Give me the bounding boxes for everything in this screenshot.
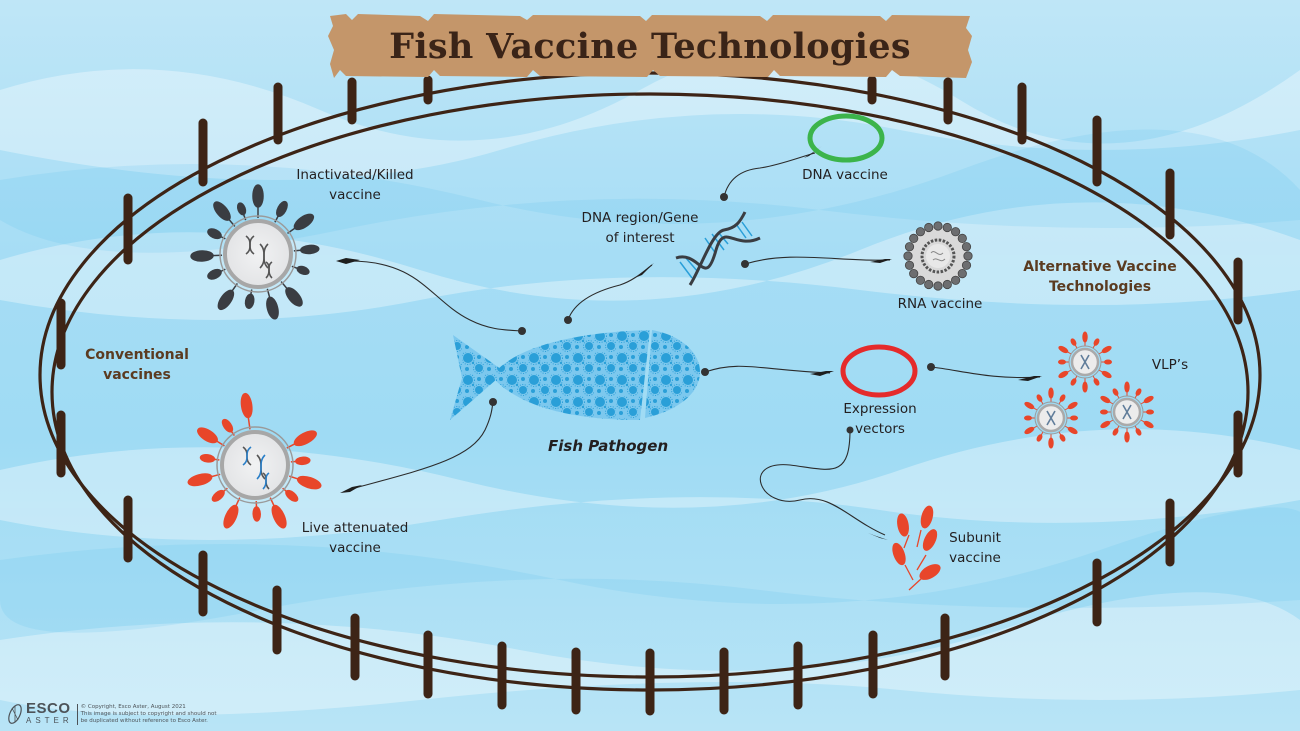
expression-vector-plasmid-icon: [840, 344, 918, 398]
inactivated-virus-icon: [190, 184, 320, 320]
label-rna-vaccine: RNA vaccine: [885, 294, 995, 314]
category-label-line2: vaccines: [103, 367, 171, 383]
label-line2: vaccine: [949, 550, 1001, 566]
esco-logo-icon: [8, 704, 22, 724]
label-live-attenuated-vaccine: Live attenuated vaccine: [290, 518, 420, 558]
label-line2: vaccine: [329, 187, 381, 203]
category-alternative: Alternative Vaccine Technologies: [1015, 257, 1185, 297]
fish-pathogen-icon: [450, 330, 700, 420]
label-line1: Live attenuated: [301, 520, 409, 536]
vlp-icons: [1024, 331, 1154, 449]
category-label-line1: Alternative Vaccine: [1023, 259, 1177, 275]
label-line2: vaccine: [329, 540, 381, 556]
label-line1: VLP’s: [1151, 357, 1189, 373]
copyright-line1: © Copyright, Esco Aster, August 2021: [80, 703, 186, 710]
label-line1: DNA vaccine: [802, 167, 888, 183]
page-title: Fish Vaccine Technologies: [389, 25, 911, 67]
connector-dots: [489, 193, 935, 434]
copyright-line2: This image is subject to copyright and s…: [80, 710, 217, 717]
label-line1: DNA region/Gene: [581, 210, 699, 226]
syringe-icons: [336, 146, 1042, 540]
label-line1: Inactivated/Killed: [296, 167, 414, 183]
title-sign: Fish Vaccine Technologies: [328, 14, 972, 78]
logo-text-esco: ESCO: [26, 700, 71, 717]
logo-text-aster: ASTER: [26, 716, 73, 725]
wave-pattern: [0, 47, 1300, 715]
live-attenuated-virus-icon: [187, 392, 322, 529]
label-line2: vectors: [855, 421, 905, 437]
category-label-line1: Conventional: [85, 347, 189, 363]
connector-lines: [347, 152, 1041, 536]
label-line1: RNA vaccine: [897, 296, 983, 312]
footer-copyright: ESCO ASTER © Copyright, Esco Aster, Augu…: [6, 699, 217, 729]
fish-pathogen-label: Fish Pathogen: [548, 437, 669, 455]
label-dna-region: DNA region/Gene of interest: [570, 208, 710, 248]
fence-posts: [56, 75, 1243, 716]
label-vlps: VLP’s: [1145, 355, 1195, 375]
category-label-line2: Technologies: [1048, 279, 1152, 295]
title-sign-board: [328, 14, 972, 78]
label-subunit-vaccine: Subunit vaccine: [935, 528, 1015, 568]
label-inactivated-vaccine: Inactivated/Killed vaccine: [280, 165, 430, 205]
category-conventional: Conventional vaccines: [72, 345, 202, 385]
label-line1: Expression: [843, 401, 917, 417]
dna-vaccine-plasmid-icon: [807, 113, 885, 163]
label-line2: of interest: [605, 230, 675, 246]
subunit-protein-icons: [892, 505, 941, 591]
label-expression-vectors: Expression vectors: [825, 399, 935, 439]
rna-vaccine-lnp-icon: [903, 221, 973, 291]
label-dna-vaccine: DNA vaccine: [790, 165, 900, 185]
copyright-notice: © Copyright, Esco Aster, August 2021 Thi…: [76, 703, 217, 725]
dna-helix-icon: [675, 211, 761, 286]
copyright-line3: be duplicated without reference to Esco …: [80, 717, 208, 724]
label-line1: Subunit: [949, 530, 1001, 546]
